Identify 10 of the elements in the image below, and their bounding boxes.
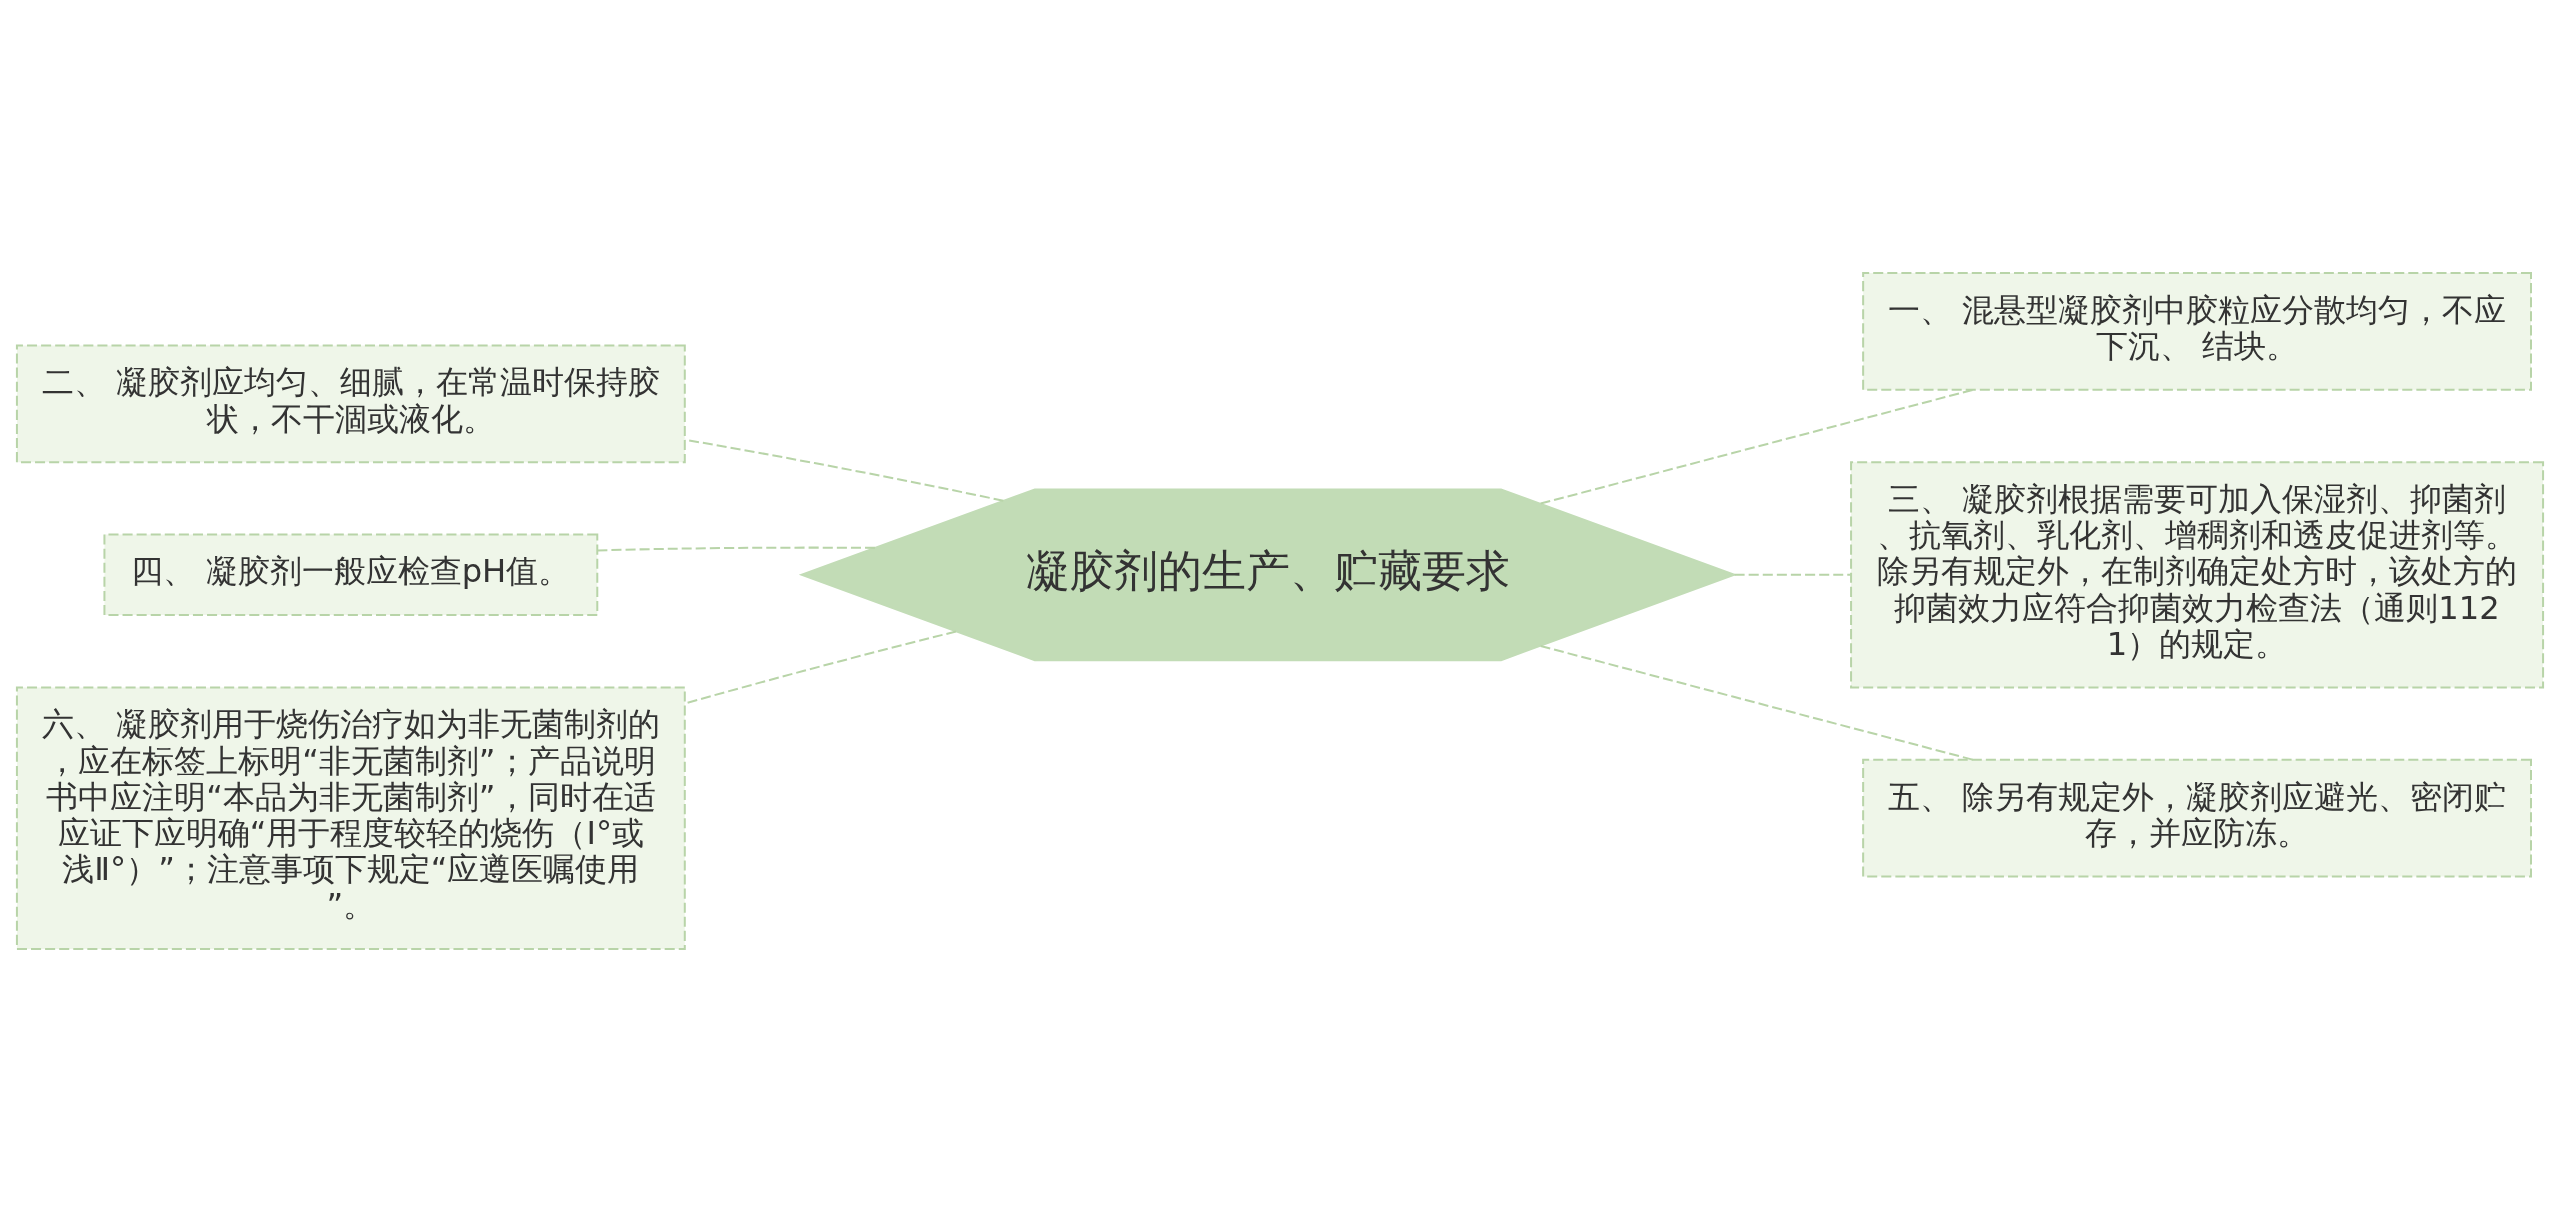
connector bbox=[1734, 573, 1851, 576]
node-box: 一、 混悬型凝胶剂中胶粒应分散均匀，不应下沉、 结块。 bbox=[1862, 272, 2532, 391]
node-box: 三、 凝胶剂根据需要可加入保湿剂、抑菌剂、抗氧剂、乳化剂、增稠剂和透皮促进剂等。除另有规定外，在制剂确定处方时，该处方的抑菌效力应符合抑菌效力检查法（通则1121）的规定。 bbox=[1850, 461, 2545, 689]
connector bbox=[597, 546, 876, 552]
node-box: 五、 除另有规定外，凝胶剂应避光、密闭贮存，并应防冻。 bbox=[1862, 758, 2532, 878]
node-box: 四、 凝胶剂一般应检查pH值。 bbox=[103, 533, 599, 617]
connector bbox=[1540, 645, 1974, 761]
connector bbox=[1540, 388, 1974, 505]
node-box: 六、 凝胶剂用于烧伤治疗如为非无菌制剂的，应在标签上标明“非无菌制剂”；产品说明书中应注明“本品为非无菌制剂”，同时在适应证下应明确“用于程度较轻的烧伤（Ⅰ°或浅Ⅱ°）”；注意事项下规定“应遵医嘱使用”。 bbox=[15, 686, 686, 950]
node-box: 二、 凝胶剂应均匀、细腻，在常温时保持胶状，不干涸或液化。 bbox=[15, 344, 686, 464]
